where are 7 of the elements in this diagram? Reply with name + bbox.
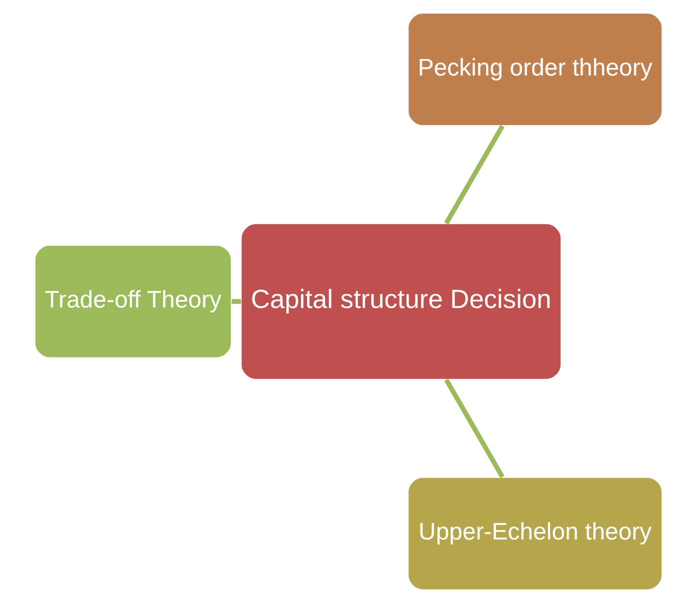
connector <box>232 299 241 304</box>
node-box: Upper-Echelon theory <box>407 476 663 591</box>
connector <box>444 378 504 478</box>
node-box: Capital structure Decision <box>240 222 562 380</box>
node-box: Pecking order thheory <box>407 12 663 126</box>
node-box: Trade-off Theory <box>34 244 232 358</box>
connector <box>444 124 504 224</box>
